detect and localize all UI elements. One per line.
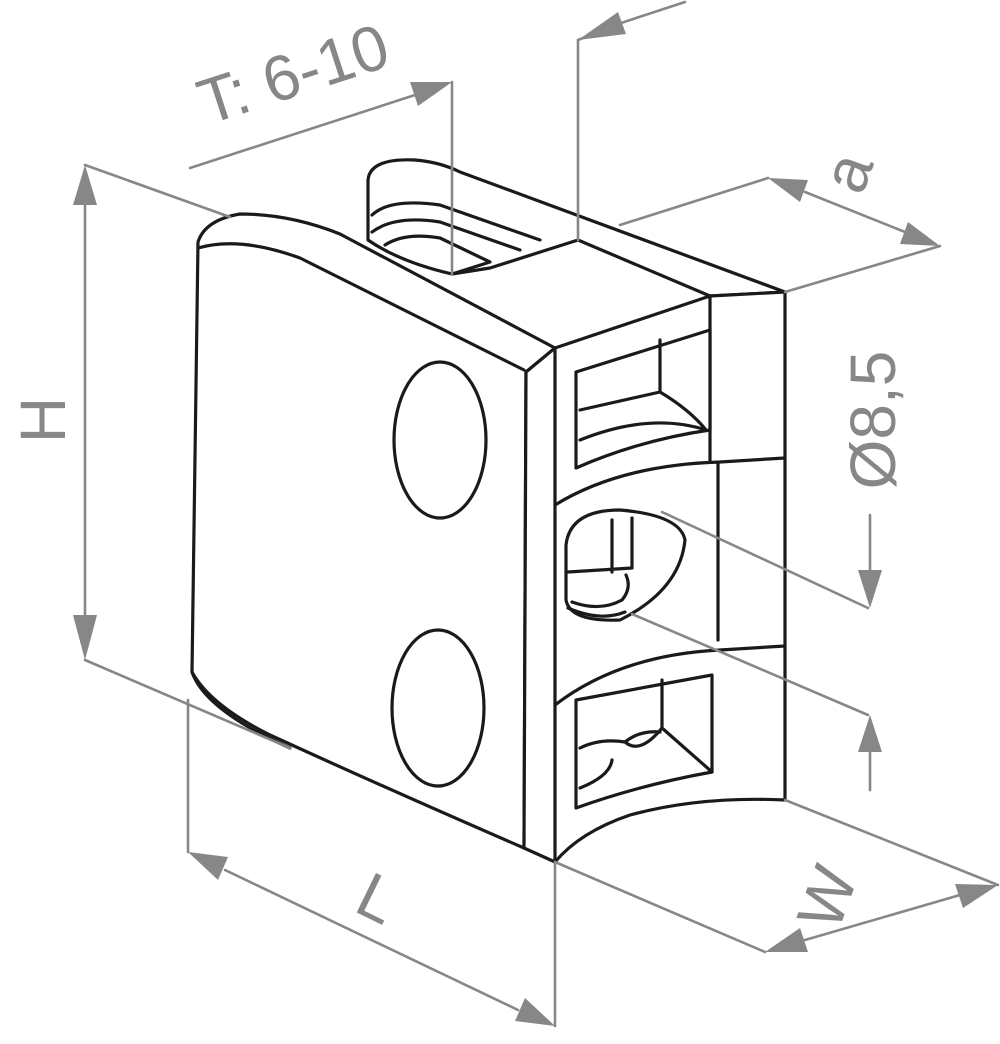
length-label: L	[346, 858, 410, 938]
slot-groove-1	[370, 201, 542, 242]
length-arrow-2	[515, 998, 555, 1026]
middle-bore-inner	[566, 516, 634, 618]
width-dimension-line	[803, 893, 962, 942]
height-extension-top	[83, 163, 232, 219]
front-top-edge	[196, 242, 526, 372]
width-extension-2	[783, 798, 1000, 887]
a-arrow-1	[768, 178, 808, 202]
thickness-dimension-line	[188, 93, 417, 170]
dimension-hole-diameter: Ø8,5	[630, 351, 909, 792]
slot-groove-2	[370, 218, 522, 252]
upper-pocket-inner	[578, 338, 708, 442]
height-label: H	[7, 397, 79, 443]
a-arrow-2	[900, 222, 940, 246]
a-extension-1	[618, 176, 770, 227]
upper-screw-hole	[392, 360, 488, 520]
length-arrow-1	[188, 852, 228, 880]
slot-opening	[383, 234, 492, 276]
width-label: W	[783, 856, 872, 938]
a-extension-2	[783, 244, 942, 294]
hole-diameter-label: Ø8,5	[837, 351, 909, 490]
side-groove-upper	[553, 456, 787, 507]
thickness-label: T: 6-10	[189, 10, 397, 139]
height-arrow-bottom	[73, 615, 97, 660]
dimension-width: W	[553, 798, 1000, 954]
rear-slot-block	[366, 158, 787, 298]
lower-screw-hole	[390, 628, 486, 788]
hole-leader-lower	[630, 612, 870, 717]
top-leader-arrow	[578, 12, 626, 40]
glass-clamp	[190, 158, 787, 864]
middle-bore	[564, 508, 687, 622]
a-label: a	[807, 143, 887, 201]
dimension-height: H	[7, 163, 292, 750]
hole-arrow-lower	[858, 715, 882, 752]
hole-leader-upper	[660, 510, 870, 610]
dimension-top-leader	[576, 0, 687, 242]
side-groove-lower	[553, 644, 787, 707]
thickness-arrow	[410, 82, 452, 106]
clamp-front-face	[190, 212, 557, 850]
hole-arrow-upper	[858, 570, 882, 608]
height-arrow-top	[73, 165, 97, 205]
a-dimension-line	[803, 190, 907, 234]
width-extension-1	[553, 860, 767, 954]
width-arrow-1	[765, 928, 808, 952]
length-dimension-line	[223, 868, 520, 1012]
upper-pocket	[574, 328, 712, 470]
width-arrow-2	[955, 884, 998, 908]
lower-pocket-inner	[578, 678, 714, 790]
